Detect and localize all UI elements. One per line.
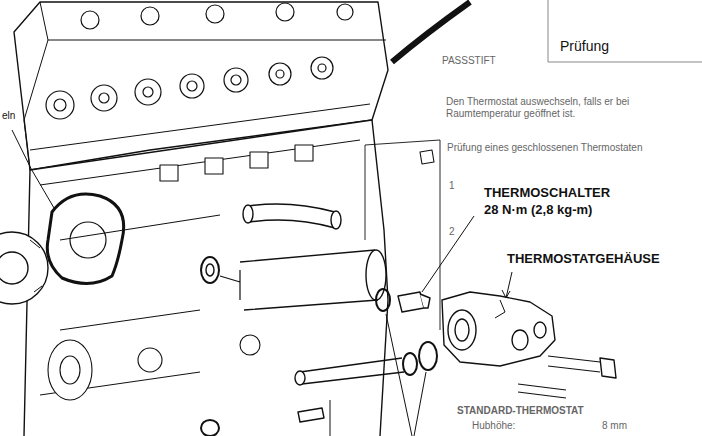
spec-heading: STANDARD-THERMOSTAT (455, 405, 586, 417)
part-label: eln (2, 110, 15, 122)
section-heading: Prüfung (560, 38, 609, 54)
spec-text: Hubhöhe: (470, 420, 517, 432)
part-label: THERMOSTATGEHÄUSE (505, 252, 662, 267)
step-number: 2 (447, 226, 457, 238)
step-number: 1 (447, 180, 457, 192)
body-text: Den Thermostat auswechseln, falls er bei… (444, 96, 698, 119)
column-heading: PASSSTIFT (440, 55, 498, 67)
spec-value: 8 mm (600, 420, 629, 432)
body-text: Prüfung eines geschlossenen Thermostaten (445, 142, 645, 154)
torque-value: 28 N·m (2,8 kg-m) (482, 203, 594, 218)
part-label: THERMOSCHALTER (482, 186, 612, 201)
